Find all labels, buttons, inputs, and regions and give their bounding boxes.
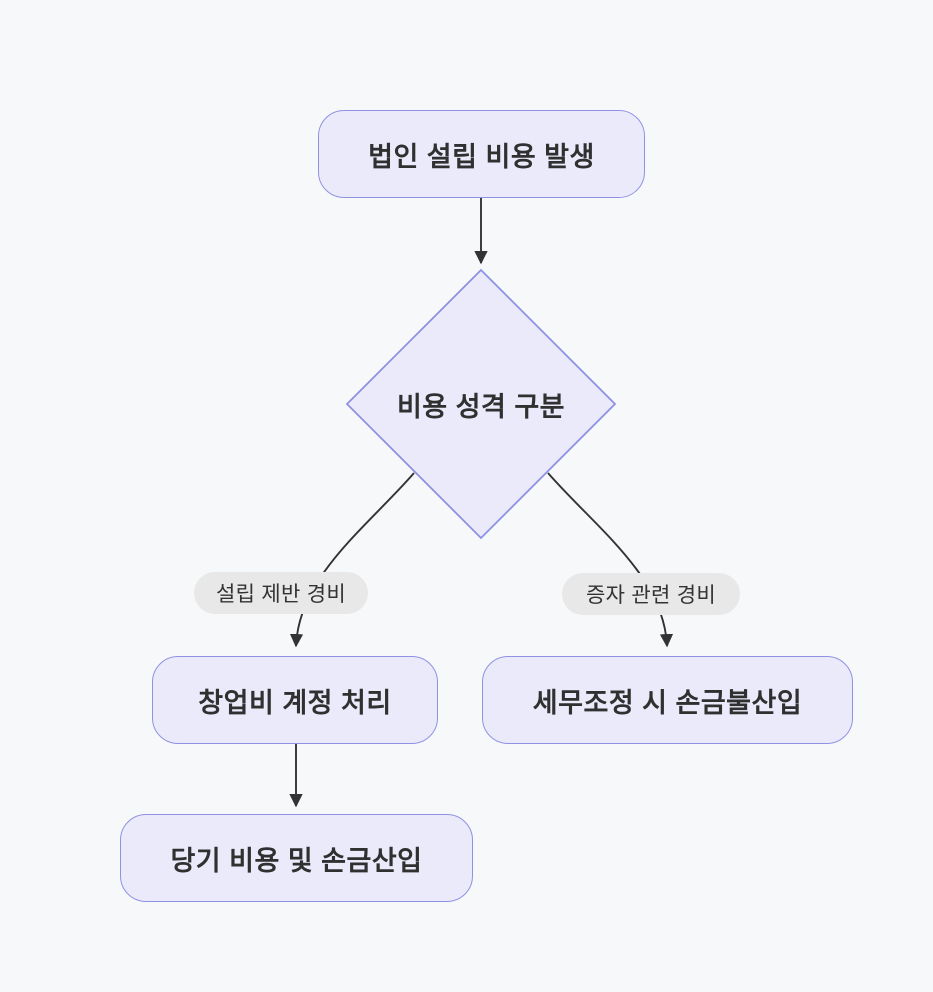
edge-decision-to-startup-cost	[289, 472, 415, 648]
edge-label-capital-increase-expenses: 증자 관련 경비	[562, 573, 740, 615]
node-startup-cost-label: 창업비 계정 처리	[198, 687, 392, 718]
decision-diamond-shape	[345, 268, 617, 540]
node-start: 법인 설립 비용 발생	[318, 110, 645, 198]
node-tax-adjustment: 세무조정 시 손금불산입	[482, 656, 853, 744]
node-current-expense: 당기 비용 및 손금산입	[120, 814, 473, 902]
edge-label-establishment-expenses: 설립 제반 경비	[194, 572, 368, 614]
node-start-label: 법인 설립 비용 발생	[368, 141, 595, 172]
node-current-expense-label: 당기 비용 및 손금산입	[170, 845, 423, 876]
edge-label-left-text: 설립 제반 경비	[216, 583, 346, 606]
node-tax-adjustment-label: 세무조정 시 손금불산입	[532, 687, 803, 718]
edge-label-right-text: 증자 관련 경비	[586, 584, 716, 607]
edge-decision-to-tax-adjustment	[547, 472, 674, 648]
node-startup-cost: 창업비 계정 처리	[152, 656, 438, 744]
